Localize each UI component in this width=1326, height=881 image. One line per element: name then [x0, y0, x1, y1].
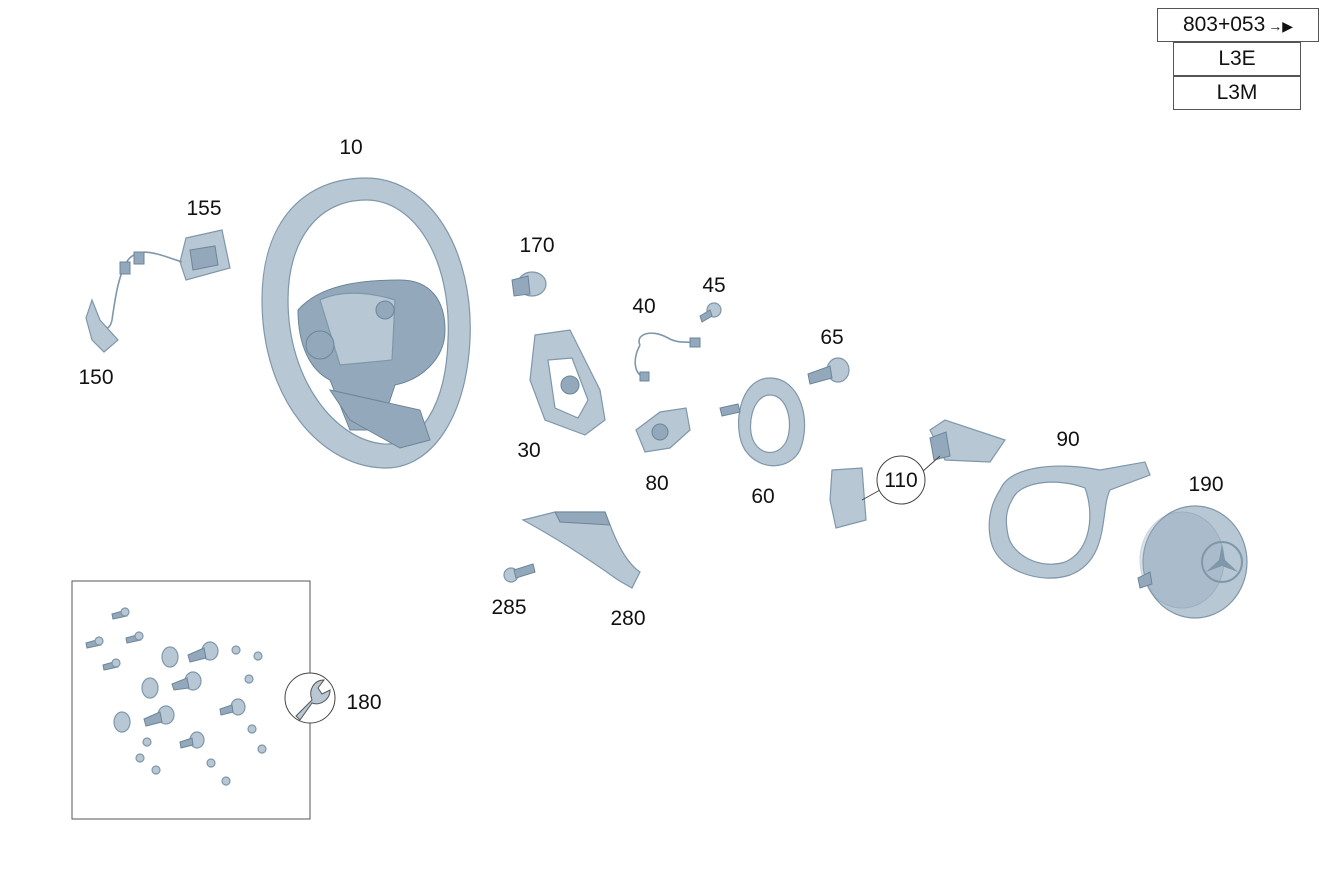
- part-60-ring-plate[interactable]: [719, 377, 806, 467]
- label-155: 155: [186, 197, 221, 220]
- code-table-row-2: L3E: [1173, 42, 1301, 76]
- code-l3e: L3E: [1218, 47, 1256, 70]
- label-190: 190: [1188, 473, 1223, 496]
- label-10: 10: [339, 136, 362, 159]
- part-30-frame[interactable]: [529, 329, 606, 436]
- code-803-053: 803+053: [1182, 13, 1266, 36]
- part-10-steering-wheel[interactable]: [261, 177, 471, 469]
- part-155-module[interactable]: [179, 229, 231, 281]
- label-60: 60: [751, 485, 774, 508]
- label-170: 170: [519, 234, 554, 257]
- kit-bolts: [143, 641, 246, 749]
- label-80: 80: [645, 472, 668, 495]
- wrench-icon: [284, 672, 336, 724]
- label-280: 280: [610, 607, 645, 630]
- part-65-bolt[interactable]: [807, 357, 850, 385]
- code-l3m: L3M: [1216, 81, 1258, 104]
- part-90-trim-bezel[interactable]: [988, 461, 1151, 579]
- part-180-hardware-kit[interactable]: [71, 580, 311, 820]
- kit-springs: [113, 646, 179, 733]
- part-45-screw[interactable]: [699, 302, 722, 323]
- code-table-row-1: 803+053→▶: [1157, 8, 1319, 42]
- label-110: 110: [884, 469, 917, 492]
- code-table-row-3: L3M: [1173, 76, 1301, 110]
- part-285-screw[interactable]: [503, 563, 536, 583]
- kit-screws: [85, 607, 267, 786]
- part-280-lower-cover[interactable]: [521, 511, 641, 589]
- arrow-right-icon: →▶: [1268, 18, 1294, 34]
- part-40-wire-harness[interactable]: [634, 332, 701, 382]
- part-190-airbag[interactable]: [1137, 505, 1248, 619]
- part-150-paddle-wire[interactable]: [85, 251, 183, 353]
- part-170-bolt[interactable]: [511, 271, 547, 297]
- label-45: 45: [702, 274, 725, 297]
- label-40: 40: [632, 295, 655, 318]
- part-80-switch-block[interactable]: [635, 407, 691, 453]
- part-110-button-panels[interactable]: [829, 419, 1006, 529]
- label-90: 90: [1056, 428, 1079, 451]
- label-150: 150: [78, 366, 113, 389]
- label-30: 30: [517, 439, 540, 462]
- label-180: 180: [346, 691, 381, 714]
- label-65: 65: [820, 326, 843, 349]
- label-285: 285: [491, 596, 526, 619]
- star-emblem-icon: [1201, 541, 1243, 583]
